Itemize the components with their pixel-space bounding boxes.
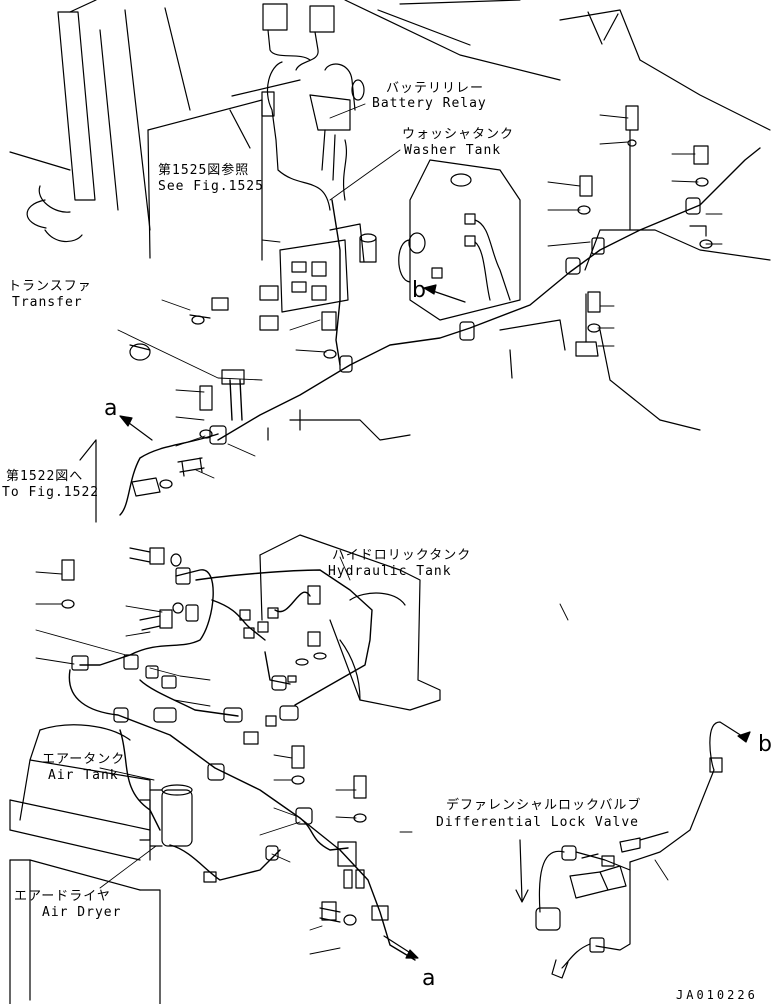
leader-lines-bottom xyxy=(35,556,669,955)
washer-tank-label-jp: ウォッシャタンク xyxy=(402,127,515,142)
air-dryer xyxy=(139,784,193,847)
battery-relay xyxy=(261,3,365,211)
see-fig-label-en: See Fig.1525 xyxy=(158,179,264,194)
relay-panel xyxy=(259,223,377,331)
diff-lock-harness xyxy=(535,721,751,979)
callout-b-right: b xyxy=(758,732,772,757)
air-dryer-label-jp: エアードライヤ xyxy=(14,889,111,904)
air-tank-label-jp: エアータンク xyxy=(42,752,126,767)
diff-lock-label-en: Differential Lock Valve xyxy=(436,815,640,830)
callout-b-mid: b xyxy=(412,278,426,303)
arrow-b-mid xyxy=(423,284,466,303)
machine-frame-outline xyxy=(9,0,771,441)
battery-relay-label-en: Battery Relay xyxy=(372,96,487,111)
air-dryer-label-en: Air Dryer xyxy=(42,905,122,920)
diff-lock-leader xyxy=(515,839,529,903)
main-harness-top xyxy=(119,147,761,516)
to-fig-label-jp: 第1522図へ xyxy=(6,469,84,484)
air-tank-label-en: Air Tank xyxy=(48,768,119,783)
to-fig-label-en: To Fig.1522 xyxy=(2,485,100,500)
washer-tank-label-en: Washer Tank xyxy=(404,143,502,158)
battery-relay-label-jp: バッテリリレー xyxy=(386,81,485,96)
transfer-label-jp: トランスファ xyxy=(8,279,92,294)
leader-lines-top xyxy=(117,103,723,479)
clamps-top xyxy=(129,105,713,497)
arrow-a-top xyxy=(119,415,153,441)
hydraulic-tank-label-en: Hydraulic Tank xyxy=(328,564,452,579)
callout-a-top: a xyxy=(104,396,118,421)
hydraulic-tank-label-jp: ハイドロリックタンク xyxy=(332,548,472,563)
diff-lock-label-jp: デファレンシャルロックバルブ xyxy=(446,798,642,813)
transfer-label-en: Transfer xyxy=(12,295,83,310)
see-fig-label-jp: 第1525図参照 xyxy=(158,163,250,178)
connectors-bottom xyxy=(71,567,389,921)
drawing-code: JA010226 xyxy=(676,988,758,1002)
reference-bracket xyxy=(79,439,97,523)
washer-tank xyxy=(398,159,521,321)
arrow-a-bottom xyxy=(383,935,419,959)
callout-a-bottom: a xyxy=(422,966,436,991)
bolts-bottom xyxy=(61,547,367,926)
